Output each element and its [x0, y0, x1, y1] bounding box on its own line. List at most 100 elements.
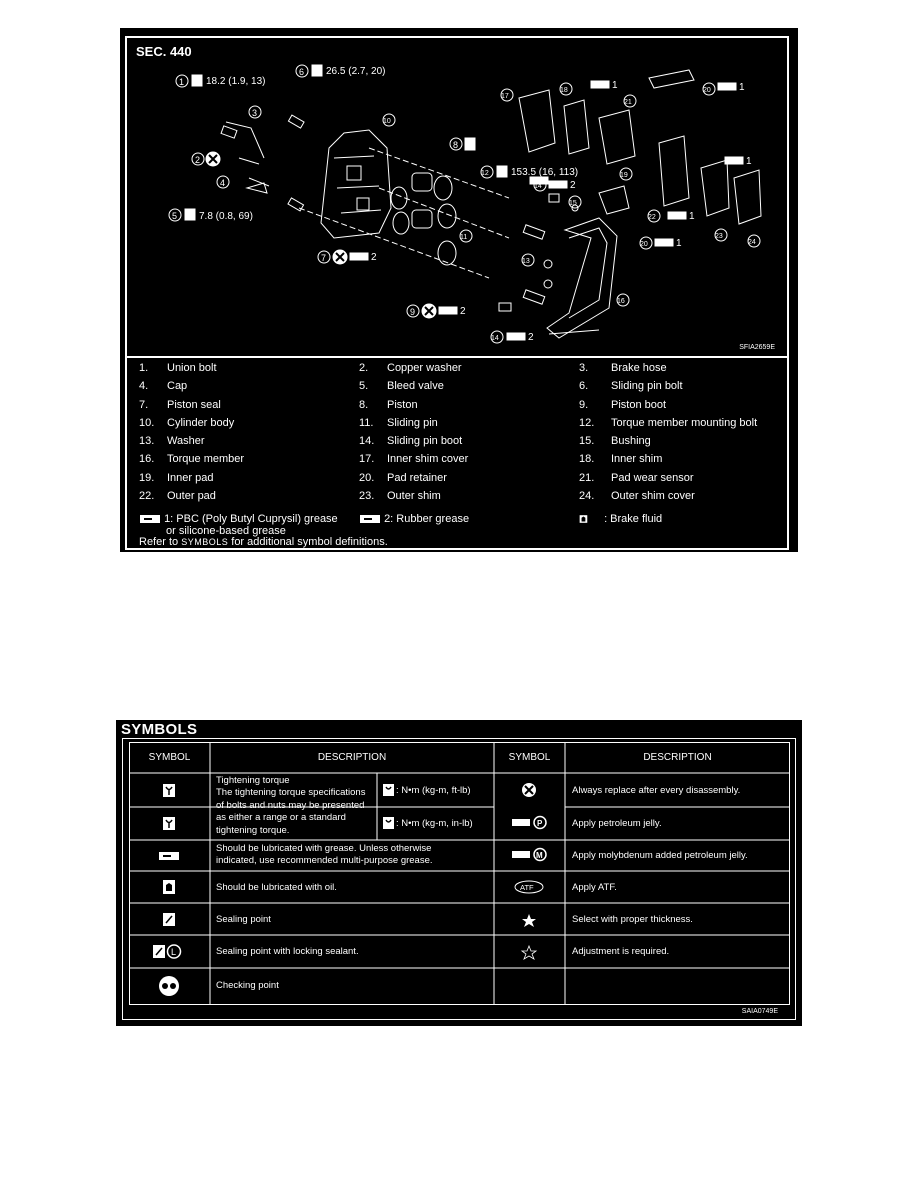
atf-description: Apply ATF.	[572, 882, 617, 893]
svg-text:ATF: ATF	[520, 883, 534, 892]
callout-17-icon: 17	[500, 88, 514, 102]
legend-number: 24.	[579, 490, 595, 503]
grease-description: Should be lubricated with grease. Unless…	[216, 843, 433, 866]
svg-text:24: 24	[748, 239, 756, 246]
tightening-torque-description: Tightening torque The tightening torque …	[216, 775, 366, 836]
callout-20-bottom-icon: 20	[639, 236, 653, 250]
callout-15-icon: 15	[568, 195, 582, 209]
grease-icon	[159, 852, 179, 860]
header-description-left: DESCRIPTION	[317, 752, 387, 763]
svg-text:1: 1	[746, 156, 752, 167]
svg-text:19: 19	[620, 172, 628, 179]
sealing-description: Sealing point	[216, 914, 271, 925]
svg-text:7: 7	[321, 253, 326, 263]
checking-point-icon	[159, 976, 179, 996]
svg-text:17: 17	[501, 93, 509, 100]
legend-label: Copper washer	[387, 362, 462, 374]
callout-16-icon: 16	[616, 293, 630, 307]
svg-text:12: 12	[481, 170, 489, 177]
legend-number: 23.	[359, 490, 375, 503]
svg-text:P: P	[537, 819, 543, 828]
torque-in-lb-icon	[163, 817, 175, 830]
callout-12-icon: 12	[480, 165, 494, 179]
thickness-description: Select with proper thickness.	[572, 914, 693, 925]
svg-text:14: 14	[491, 335, 499, 342]
header-symbol-right: SYMBOL	[508, 752, 551, 763]
legend-label: Union bolt	[167, 362, 217, 374]
svg-text:1: 1	[612, 80, 618, 91]
brake-caliper-exploded-drawing: 1 6 2 4 5 3 10 7 8 9 11 12 13 14 14 15 1…	[168, 64, 762, 344]
legend-label: Piston seal	[167, 398, 221, 411]
svg-text:2: 2	[460, 306, 466, 317]
legend-number: 10.	[139, 416, 155, 429]
grease-icon	[529, 176, 549, 185]
legend-number: 15.	[579, 435, 595, 448]
svg-text:14: 14	[534, 183, 542, 190]
molybdenum-jelly-icon	[512, 847, 547, 862]
callout-22-icon: 22	[647, 209, 661, 223]
callout-5-icon: 5	[168, 208, 182, 222]
svg-text:L: L	[171, 947, 176, 957]
legend-label: Bleed valve	[387, 380, 444, 393]
svg-text:1: 1	[739, 82, 745, 93]
svg-text:9: 9	[410, 307, 415, 317]
replace-x-icon	[205, 151, 221, 167]
legend-number: 18.	[579, 453, 595, 466]
grease-icon	[724, 156, 744, 165]
grease-icon	[590, 80, 610, 89]
legend-label: Washer	[167, 435, 205, 448]
legend-number: 21.	[579, 471, 595, 484]
svg-text:8: 8	[453, 140, 458, 150]
cylinder-body-drawing	[320, 129, 392, 239]
grease-legend-2: 2: Rubber grease	[359, 513, 469, 525]
legend-label: Brake hose	[611, 362, 667, 374]
callout-24-icon: 24	[747, 234, 761, 248]
legend-label: Pad retainer	[387, 471, 447, 484]
grease-legend-1: 1: PBC (Poly Butyl Cuprysil) grease or s…	[139, 513, 338, 537]
svg-text:18: 18	[560, 87, 568, 94]
torque-value-1: 18.2 (1.9, 13)	[206, 76, 265, 87]
legend-number: 16.	[139, 453, 155, 466]
pistons-drawing	[390, 172, 457, 266]
legend-number: 6.	[579, 380, 589, 393]
callout-4-icon: 4	[216, 175, 230, 189]
legend-label: Inner shim	[611, 453, 663, 466]
header-description-right: DESCRIPTION	[643, 752, 712, 763]
legend-number: 11.	[359, 416, 374, 429]
adjustment-description: Adjustment is required.	[572, 946, 670, 957]
callout-10-icon: 10	[382, 113, 396, 127]
symbols-reference: SYMBOLS	[181, 537, 229, 547]
legend-label: Sliding pin boot	[387, 435, 463, 448]
legend-number: 3.	[579, 362, 589, 374]
legend-label: Sliding pin	[387, 416, 438, 429]
symbols-frame	[122, 738, 796, 1020]
torque-ft-lb-small-icon	[383, 784, 394, 796]
callout-21-icon: 21	[623, 94, 637, 108]
svg-text:20: 20	[703, 87, 711, 94]
legend-number: 19.	[139, 471, 155, 484]
callout-8-icon: 8	[449, 137, 463, 151]
legend-number: 1.	[139, 362, 149, 374]
torque-wrench-icon	[184, 208, 196, 221]
grease-icon	[506, 332, 526, 341]
brake-fluid-icon	[579, 515, 588, 523]
grease-icon	[654, 238, 674, 247]
legend-divider	[127, 356, 787, 358]
legend-number: 17.	[359, 453, 375, 466]
grease-icon	[717, 82, 737, 91]
brake-fluid-icon	[464, 137, 476, 151]
legend-label: Pad wear sensor	[611, 471, 694, 484]
callout-7-icon: 7	[317, 250, 331, 264]
callout-18-icon: 18	[559, 82, 573, 96]
torque-in-lb-small-icon	[383, 817, 394, 829]
legend-label: Inner pad	[167, 471, 214, 484]
svg-text:2: 2	[528, 332, 534, 343]
callout-20-top-icon: 20	[702, 82, 716, 96]
callout-13-icon: 13	[521, 253, 535, 267]
